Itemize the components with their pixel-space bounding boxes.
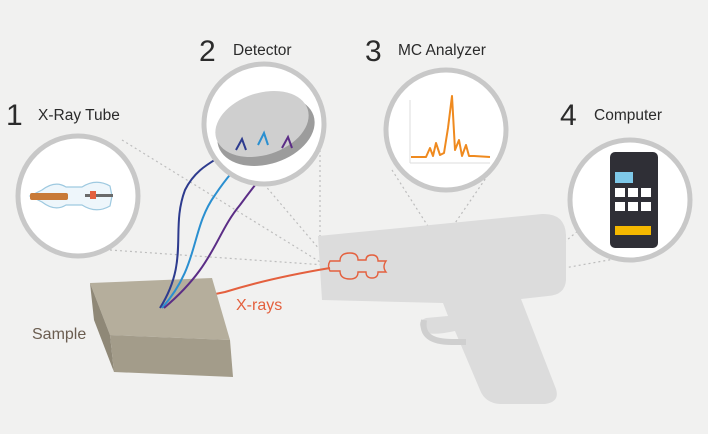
step-3-number: 3 bbox=[365, 35, 382, 68]
gun-trigger-guard bbox=[420, 319, 466, 345]
detector-circle bbox=[201, 61, 327, 187]
step-4-number: 4 bbox=[560, 99, 577, 132]
tube-anode-icon bbox=[85, 194, 113, 197]
device-screen-icon bbox=[615, 172, 633, 183]
step-2-name: Detector bbox=[233, 42, 292, 59]
step-4-name: Computer bbox=[594, 107, 663, 124]
device-keypad-icon bbox=[615, 188, 651, 211]
device-bar-icon bbox=[615, 226, 651, 235]
analyzer-circle bbox=[383, 67, 509, 193]
step-2-number: 2 bbox=[199, 35, 216, 68]
step-1-number: 1 bbox=[6, 99, 23, 132]
spectrum-trace-icon bbox=[411, 95, 491, 158]
gun-tube-outline bbox=[327, 252, 388, 280]
xray-tube-circle bbox=[15, 133, 141, 259]
xrays-label: X-rays bbox=[236, 297, 283, 314]
sample-block bbox=[90, 278, 233, 377]
computer-circle bbox=[567, 137, 693, 263]
sample-label: Sample bbox=[32, 326, 87, 343]
step-3-name: MC Analyzer bbox=[398, 42, 486, 59]
tube-cathode-icon bbox=[30, 193, 68, 200]
step-1-name: X-Ray Tube bbox=[38, 107, 120, 124]
analyzer-gun bbox=[318, 213, 566, 404]
